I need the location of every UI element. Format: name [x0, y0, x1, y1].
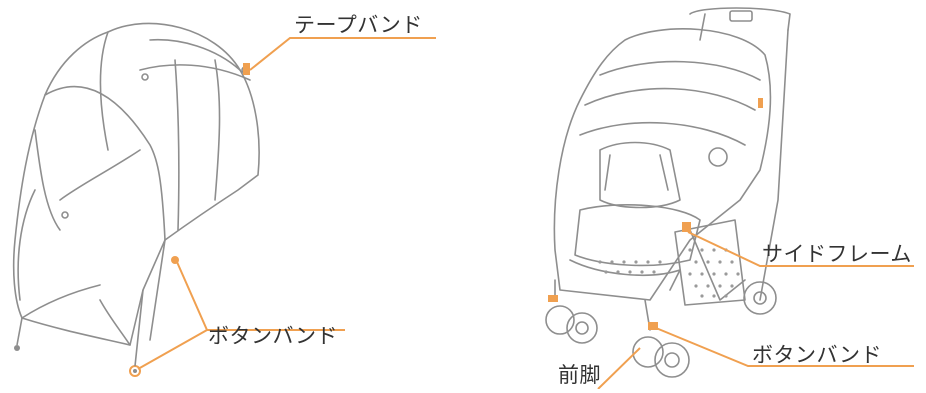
basket-mesh — [598, 248, 740, 298]
cover-outline — [12, 22, 260, 346]
leader-side-frame — [687, 231, 914, 267]
label-side-frame: サイドフレーム — [762, 242, 912, 266]
button-band-marker-stroller — [648, 322, 658, 330]
label-tape-band: テープバンド — [294, 13, 423, 37]
handle-marker — [758, 98, 763, 108]
tape-band-marker — [243, 63, 250, 75]
leader-front-leg — [597, 347, 641, 390]
cover-illustration — [12, 22, 260, 346]
stroller-illustration — [545, 7, 791, 378]
leader-tape-band — [249, 37, 436, 71]
label-button-band-stroller: ボタンバンド — [752, 343, 883, 367]
label-button-band-cover: ボタンバンド — [208, 324, 339, 348]
side-frame-marker — [682, 222, 691, 232]
leader-button-band-stroller — [655, 327, 914, 367]
stroller-cover-outline — [553, 28, 772, 301]
front-left-marker — [548, 295, 558, 302]
leader-button-band-cover — [137, 261, 345, 370]
label-front-leg: 前脚 — [558, 363, 601, 387]
